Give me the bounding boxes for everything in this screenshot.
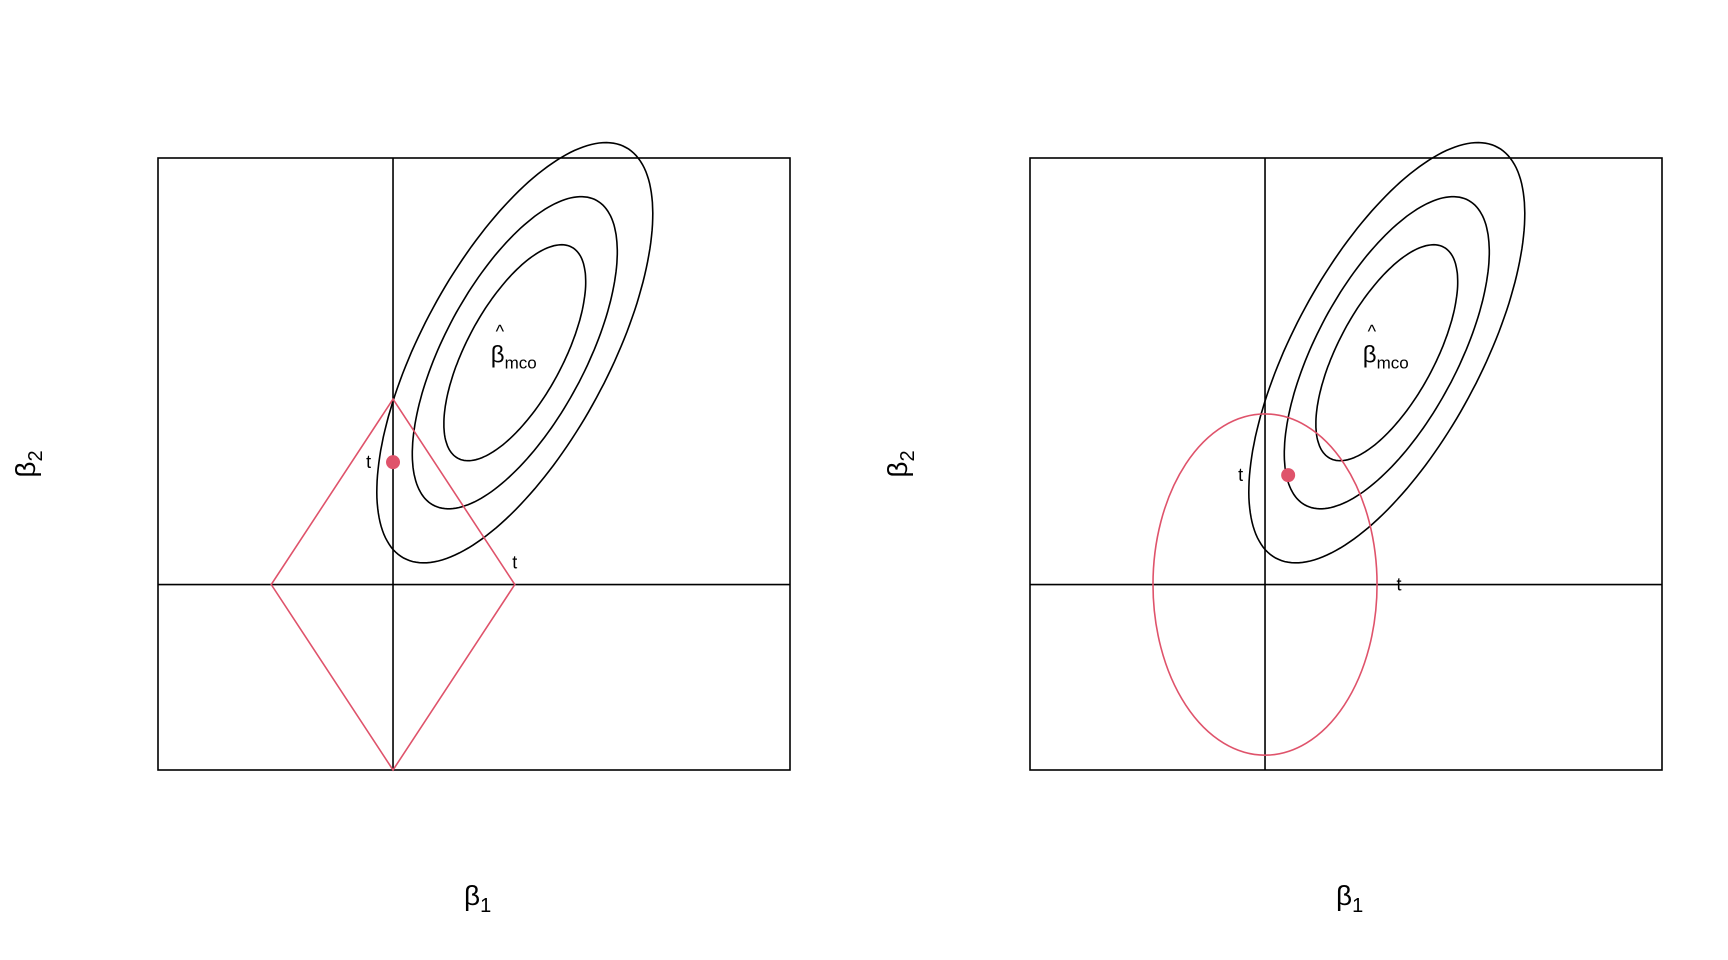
x-axis-label-base: β — [464, 880, 480, 911]
t-label-2: t — [1396, 575, 1401, 595]
plot-frame — [1029, 157, 1663, 771]
x-axis-label: β1 — [464, 880, 491, 917]
solution-point — [1281, 468, 1296, 483]
y-axis-label-sub: 2 — [25, 450, 47, 461]
rss-contour-1 — [443, 243, 587, 462]
estimate-label: βmco — [491, 342, 537, 373]
y-axis-label-base: β — [882, 462, 913, 478]
estimate-label-base: β — [491, 342, 505, 369]
t-label-1: t — [1238, 465, 1243, 485]
rss-contour-3 — [375, 141, 654, 564]
rss-contour-2 — [411, 195, 619, 510]
x-axis-label-sub: 1 — [1352, 895, 1363, 917]
rss-contour-1 — [1315, 243, 1459, 462]
estimate-hat: ^ — [1368, 322, 1377, 342]
x-axis-label: β1 — [1336, 880, 1363, 917]
t-label-1: t — [366, 452, 371, 472]
y-axis-label: β2 — [882, 450, 919, 477]
estimate-label-base: β — [1363, 342, 1377, 369]
y-axis-label: β2 — [10, 450, 47, 477]
solution-point — [386, 455, 401, 470]
estimate-hat: ^ — [496, 322, 505, 342]
y-axis-label-base: β — [10, 462, 41, 478]
ridge-constraint-circle — [1152, 413, 1378, 756]
y-axis-label-sub: 2 — [897, 450, 919, 461]
estimate-label: βmco — [1363, 342, 1409, 373]
estimate-label-sub: mco — [1377, 354, 1409, 373]
rss-contour-3 — [1247, 141, 1526, 564]
rss-contour-2 — [1283, 195, 1491, 510]
estimate-label-sub: mco — [505, 354, 537, 373]
lasso-constraint-diamond — [270, 397, 516, 772]
t-label-2: t — [512, 552, 517, 572]
x-axis-label-base: β — [1336, 880, 1352, 911]
x-axis-label-sub: 1 — [480, 895, 491, 917]
plot-frame — [157, 157, 791, 771]
